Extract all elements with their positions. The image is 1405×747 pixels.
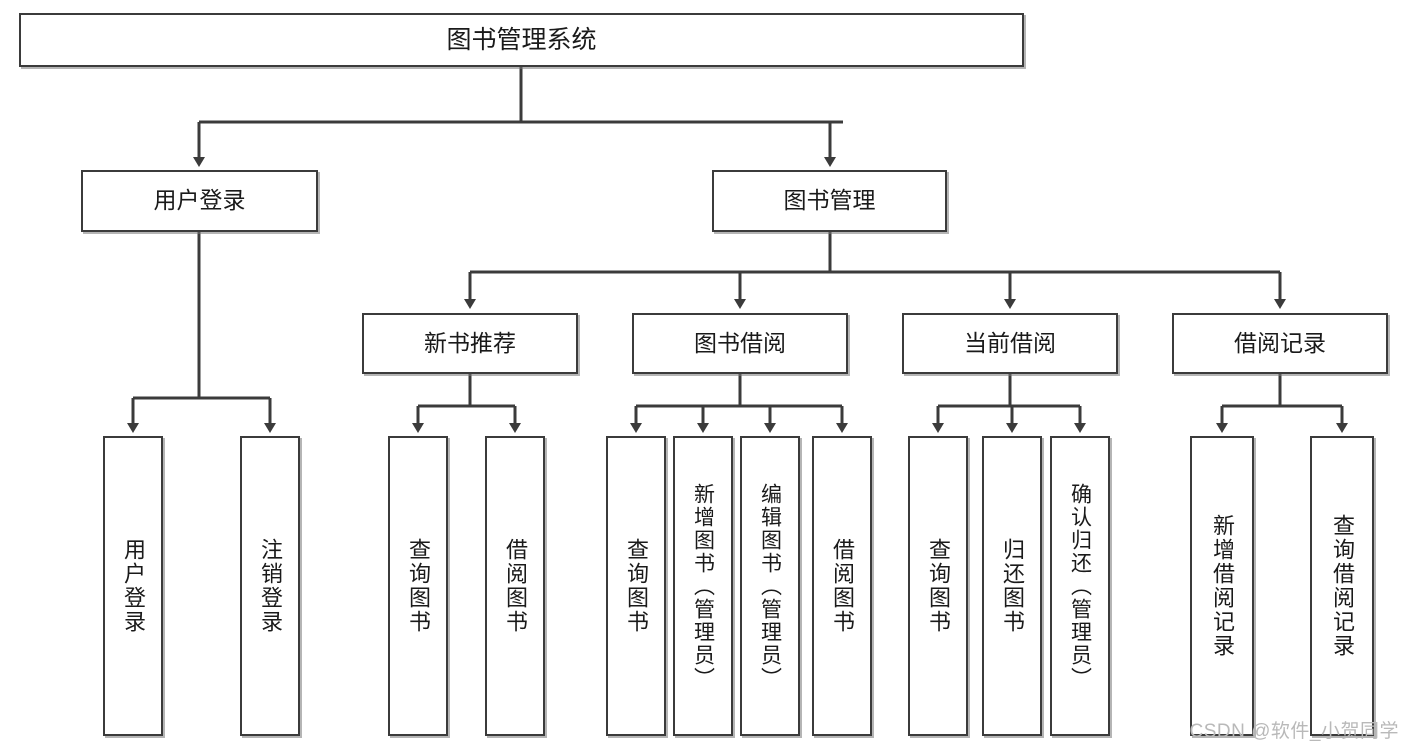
- node-label: 新增借阅记录: [1210, 514, 1235, 658]
- leaf-node-query-borrow-record[interactable]: 查询借阅记录: [1310, 436, 1374, 736]
- node-label: 用户登录: [121, 538, 146, 634]
- node-label: 归还图书: [1000, 538, 1025, 634]
- leaf-node-user-logout[interactable]: 注销登录: [240, 436, 300, 736]
- node-book-management[interactable]: 图书管理: [712, 170, 947, 232]
- leaf-node-user-login[interactable]: 用户登录: [103, 436, 163, 736]
- leaf-node-add-book-admin[interactable]: 新增图书（管理员）: [673, 436, 733, 736]
- leaf-node-return-books[interactable]: 归还图书: [982, 436, 1042, 736]
- node-new-book-recommendation[interactable]: 新书推荐: [362, 313, 578, 374]
- node-label: 新书推荐: [424, 329, 516, 356]
- node-label: 借阅图书: [830, 538, 855, 634]
- node-book-borrowing[interactable]: 图书借阅: [632, 313, 848, 374]
- csdn-watermark: CSDN @软件_小贺同学: [1189, 721, 1399, 742]
- node-label: 查询图书: [926, 538, 951, 634]
- leaf-node-borrow-books-borrowing[interactable]: 借阅图书: [812, 436, 872, 736]
- leaf-node-add-borrow-record[interactable]: 新增借阅记录: [1190, 436, 1254, 736]
- node-label: 借阅图书: [503, 538, 528, 634]
- node-borrow-records[interactable]: 借阅记录: [1172, 313, 1388, 374]
- node-label: 图书管理系统: [446, 26, 597, 54]
- node-label: 当前借阅: [964, 329, 1056, 356]
- node-label: 查询借阅记录: [1330, 514, 1355, 658]
- node-user-login[interactable]: 用户登录: [81, 170, 318, 232]
- node-label: 新增图书（管理员）: [691, 482, 715, 690]
- node-label: 查询图书: [624, 538, 649, 634]
- node-label: 用户登录: [153, 187, 246, 214]
- leaf-node-query-books-recommendation[interactable]: 查询图书: [388, 436, 448, 736]
- node-label: 图书借阅: [694, 329, 786, 356]
- leaf-node-confirm-return-admin[interactable]: 确认归还（管理员）: [1050, 436, 1110, 736]
- node-root-book-management-system[interactable]: 图书管理系统: [19, 13, 1024, 67]
- leaf-node-query-books-current[interactable]: 查询图书: [908, 436, 968, 736]
- node-current-borrowing[interactable]: 当前借阅: [902, 313, 1118, 374]
- node-label: 查询图书: [406, 538, 431, 634]
- node-label: 图书管理: [783, 187, 876, 214]
- leaf-node-edit-book-admin[interactable]: 编辑图书（管理员）: [740, 436, 800, 736]
- node-label: 借阅记录: [1234, 329, 1326, 356]
- node-label: 编辑图书（管理员）: [758, 482, 782, 690]
- leaf-node-borrow-books-recommendation[interactable]: 借阅图书: [485, 436, 545, 736]
- leaf-node-query-books-borrowing[interactable]: 查询图书: [606, 436, 666, 736]
- node-label: 注销登录: [258, 538, 283, 634]
- node-label: 确认归还（管理员）: [1068, 482, 1092, 690]
